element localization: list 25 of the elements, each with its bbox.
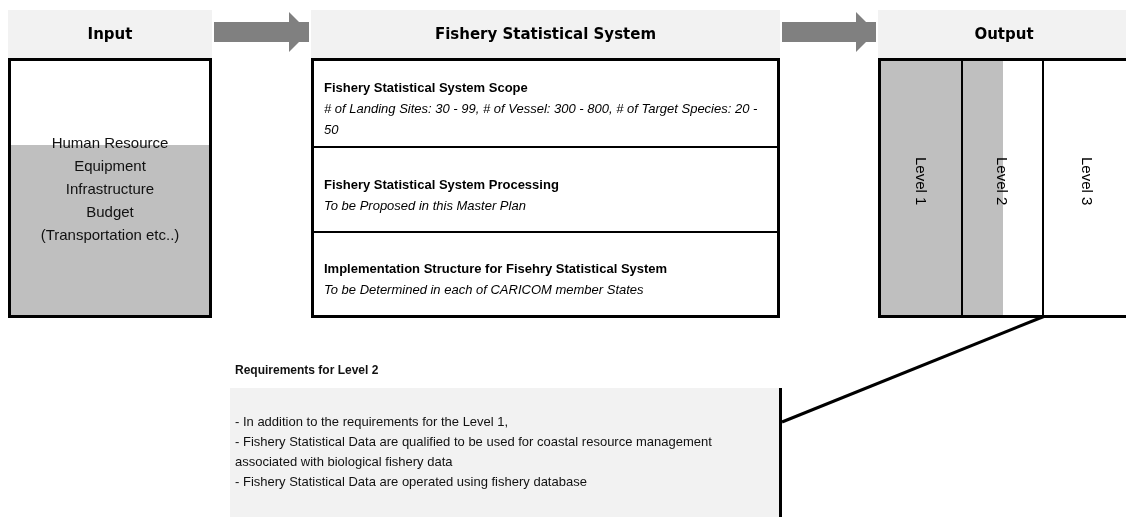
input-item: Human Resource	[51, 132, 169, 153]
block-arrow	[214, 12, 309, 52]
column-header: Fishery Statistical System	[311, 10, 780, 58]
level-column	[881, 61, 963, 315]
requirement-item: - Fishery Statistical Data are operated using fishery database	[235, 473, 588, 491]
input-item: (Transportation etc..)	[40, 224, 180, 245]
requirements-heading: Requirements for Level 2	[235, 362, 379, 379]
input-item: Budget	[86, 201, 134, 222]
section-title: Implementation Structure for Fisehry Statistical System	[324, 260, 669, 278]
requirement-item: - Fishery Statistical Data are qualified to be used for coastal resource management associated with biological fishery data	[235, 433, 713, 471]
section-title: Fishery Statistical System Processing	[324, 175, 560, 194]
requirement-item: - In addition to the requirements for the Level 1,	[235, 413, 510, 431]
level-label: Level 1	[912, 157, 930, 206]
level-label: Level 2	[994, 157, 1011, 206]
column-header: Output	[878, 10, 1126, 58]
section-description: To be Determined in each of CARICOM member States	[324, 281, 645, 299]
input-item: Equipment	[74, 155, 146, 176]
level-column	[963, 61, 1044, 315]
block-arrow	[782, 12, 876, 52]
section-description: # of Landing Sites: 30 - 99, # of Vessel: 300 - 800, # of Target Species: 20 - 50	[324, 100, 759, 139]
column-header: Input	[8, 10, 212, 58]
level-label: Level 3	[1078, 157, 1096, 206]
section-description: To be Proposed in this Master Plan	[324, 196, 527, 215]
section-title: Fishery Statistical System Scope	[324, 79, 529, 97]
input-item: Infrastructure	[65, 178, 155, 199]
